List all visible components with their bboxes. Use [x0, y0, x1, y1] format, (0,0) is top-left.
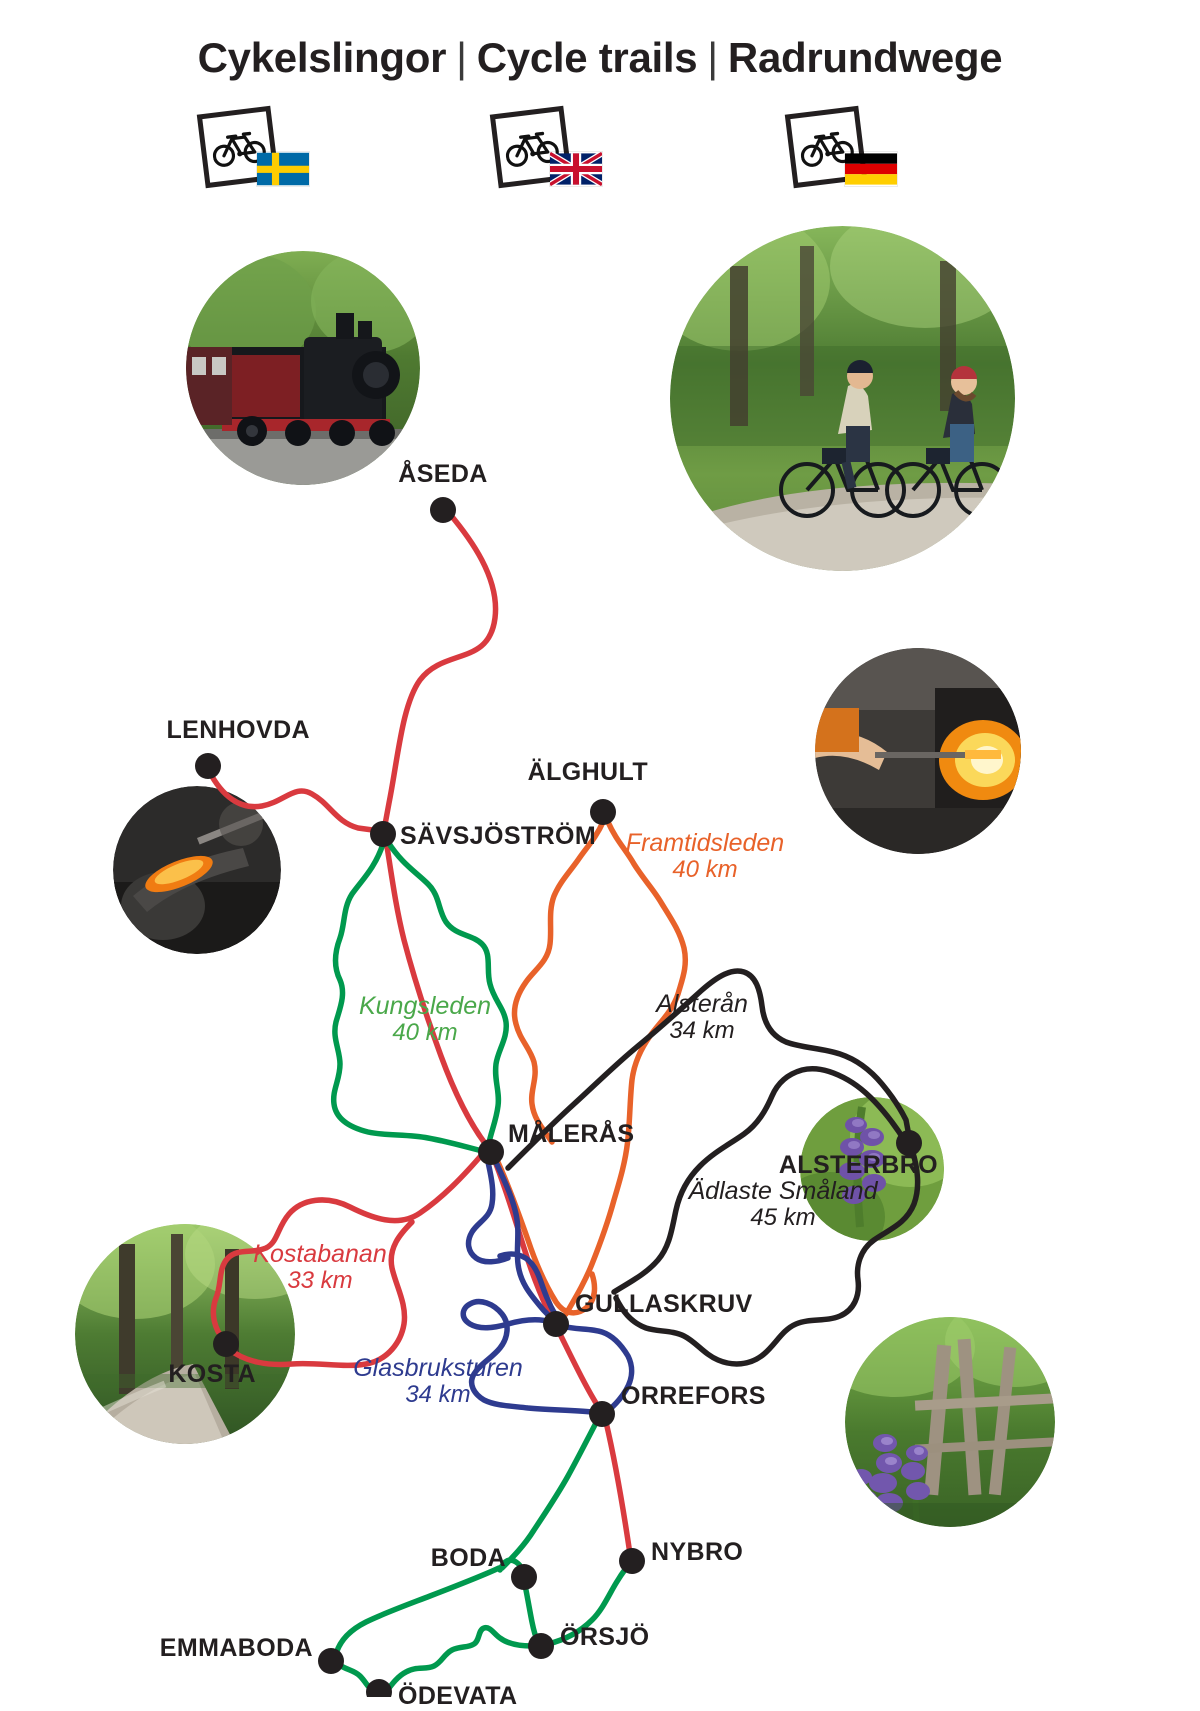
- route-glasbruksturen-main: [492, 1157, 558, 1323]
- city-dot-odevata[interactable]: [366, 1679, 392, 1697]
- city-dot-savsjostrom[interactable]: [370, 821, 396, 847]
- city-dot-kosta[interactable]: [213, 1331, 239, 1357]
- city-dot-gullaskruv[interactable]: [543, 1311, 569, 1337]
- trail-distance-framtidsleden: 40 km: [672, 856, 738, 883]
- trail-distance-alsteran: 34 km: [669, 1017, 735, 1044]
- route-kostabanan-aseda-savsjostrom: [381, 510, 499, 833]
- route-kostabanan-savsjostrom-maleras: [383, 837, 490, 1149]
- route-kostabanan-orrefors-nybro: [603, 1419, 633, 1557]
- city-label-emmaboda: EMMABODA: [159, 1634, 313, 1662]
- german-flag-icon: [845, 152, 897, 186]
- city-label-aseda: ÅSEDA: [398, 460, 488, 488]
- city-label-gullaskruv: GULLASKRUV: [575, 1290, 753, 1318]
- language-badge-german[interactable]: [783, 105, 903, 208]
- language-badge-row: [0, 105, 1200, 218]
- route-kostabanan-lenhovda-savsjostrom: [206, 768, 383, 834]
- city-dot-orsjo[interactable]: [528, 1633, 554, 1659]
- route-adlaste-smaland: [613, 1147, 921, 1367]
- language-badge-swedish[interactable]: [195, 105, 315, 208]
- city-dot-orrefors[interactable]: [589, 1401, 615, 1427]
- city-dot-lenhovda[interactable]: [195, 753, 221, 779]
- cycle-trail-map[interactable]: ÅSEDA LENHOVDA ÄLGHULT SÄVSJÖSTRÖM MÅLERÅS AL…: [0, 218, 1200, 1710]
- city-label-orsjo: ÖRSJÖ: [560, 1623, 650, 1651]
- route-kostabanan-gullaskruv-orrefors: [555, 1327, 602, 1411]
- city-dot-aseda[interactable]: [430, 497, 456, 523]
- route-adlaste-smaland-west: [611, 1066, 911, 1295]
- bicycle-sign-icon: [489, 105, 573, 189]
- route-south-green-odevata-orsjo: [383, 1624, 535, 1695]
- title-swedish: Cykelslingor: [197, 34, 447, 81]
- title-separator-1: |: [456, 34, 467, 81]
- trail-name-kostabanan: Kostabanan: [253, 1240, 387, 1268]
- city-label-orrefors: ORREFORS: [621, 1382, 766, 1410]
- city-dot-alghult[interactable]: [590, 799, 616, 825]
- language-badge-english[interactable]: [488, 105, 608, 208]
- trail-name-glasbruksturen: Glasbruksturen: [353, 1354, 523, 1382]
- city-label-savsjostrom: SÄVSJÖSTRÖM: [400, 822, 597, 850]
- city-label-boda: BODA: [430, 1544, 506, 1572]
- trail-name-framtidsleden: Framtidsleden: [625, 829, 785, 857]
- city-label-alsterbro: ALSTERBRO: [778, 1151, 938, 1179]
- trail-name-kungsleden: Kungsleden: [358, 992, 492, 1020]
- route-glasbruksturen-gullaskruv-west: [460, 1298, 595, 1415]
- city-dot-alsterbro[interactable]: [896, 1130, 922, 1156]
- route-south-green-junction-emmaboda: [333, 1565, 502, 1657]
- route-framtidsleden: [511, 819, 606, 1145]
- city-dot-maleras[interactable]: [478, 1139, 504, 1165]
- route-kungsleden-east: [385, 839, 509, 1151]
- route-glasbruksturen-gullaskruv-east: [559, 1323, 635, 1415]
- trail-distance-kungsleden: 40 km: [392, 1019, 458, 1046]
- city-dot-emmaboda[interactable]: [318, 1648, 344, 1674]
- city-label-maleras: MÅLERÅS: [508, 1120, 635, 1148]
- city-label-nybro: NYBRO: [651, 1538, 744, 1566]
- route-glasbruksturen-east-loop: [497, 1251, 563, 1323]
- route-south-green-boda-orsjo: [522, 1582, 541, 1645]
- title-german: Radrundwege: [727, 34, 1003, 81]
- trail-name-adlaste-smaland: Ädlaste Småland: [688, 1177, 878, 1205]
- page-title: Cykelslingor|Cycle trails|Radrundwege: [0, 34, 1200, 82]
- trail-distance-glasbruksturen: 34 km: [405, 1381, 471, 1408]
- city-label-alghult: ÄLGHULT: [527, 758, 648, 786]
- uk-flag-icon: [550, 152, 602, 186]
- trail-name-alsteran: Alsterån: [656, 990, 748, 1018]
- bicycle-sign-icon: [784, 105, 868, 189]
- route-south-green-orrefors-junction: [499, 1418, 600, 1571]
- route-alsteran: [505, 968, 912, 1171]
- title-separator-2: |: [707, 34, 718, 81]
- trail-distance-adlaste-smaland: 45 km: [750, 1204, 816, 1231]
- trail-distance-kostabanan: 33 km: [287, 1267, 353, 1294]
- city-label-lenhovda: LENHOVDA: [166, 716, 310, 744]
- bicycle-sign-icon: [196, 105, 280, 189]
- trail-routes: [195, 497, 922, 1697]
- city-dot-boda[interactable]: [511, 1564, 537, 1590]
- swedish-flag-icon: [257, 152, 309, 186]
- city-label-kosta: KOSTA: [168, 1360, 256, 1388]
- route-kostabanan-kosta-loop: [210, 1148, 488, 1369]
- city-dot-nybro[interactable]: [619, 1548, 645, 1574]
- route-glasbruksturen-north: [465, 1159, 511, 1265]
- route-kungsleden: [330, 841, 489, 1155]
- title-english: Cycle trails: [476, 34, 698, 81]
